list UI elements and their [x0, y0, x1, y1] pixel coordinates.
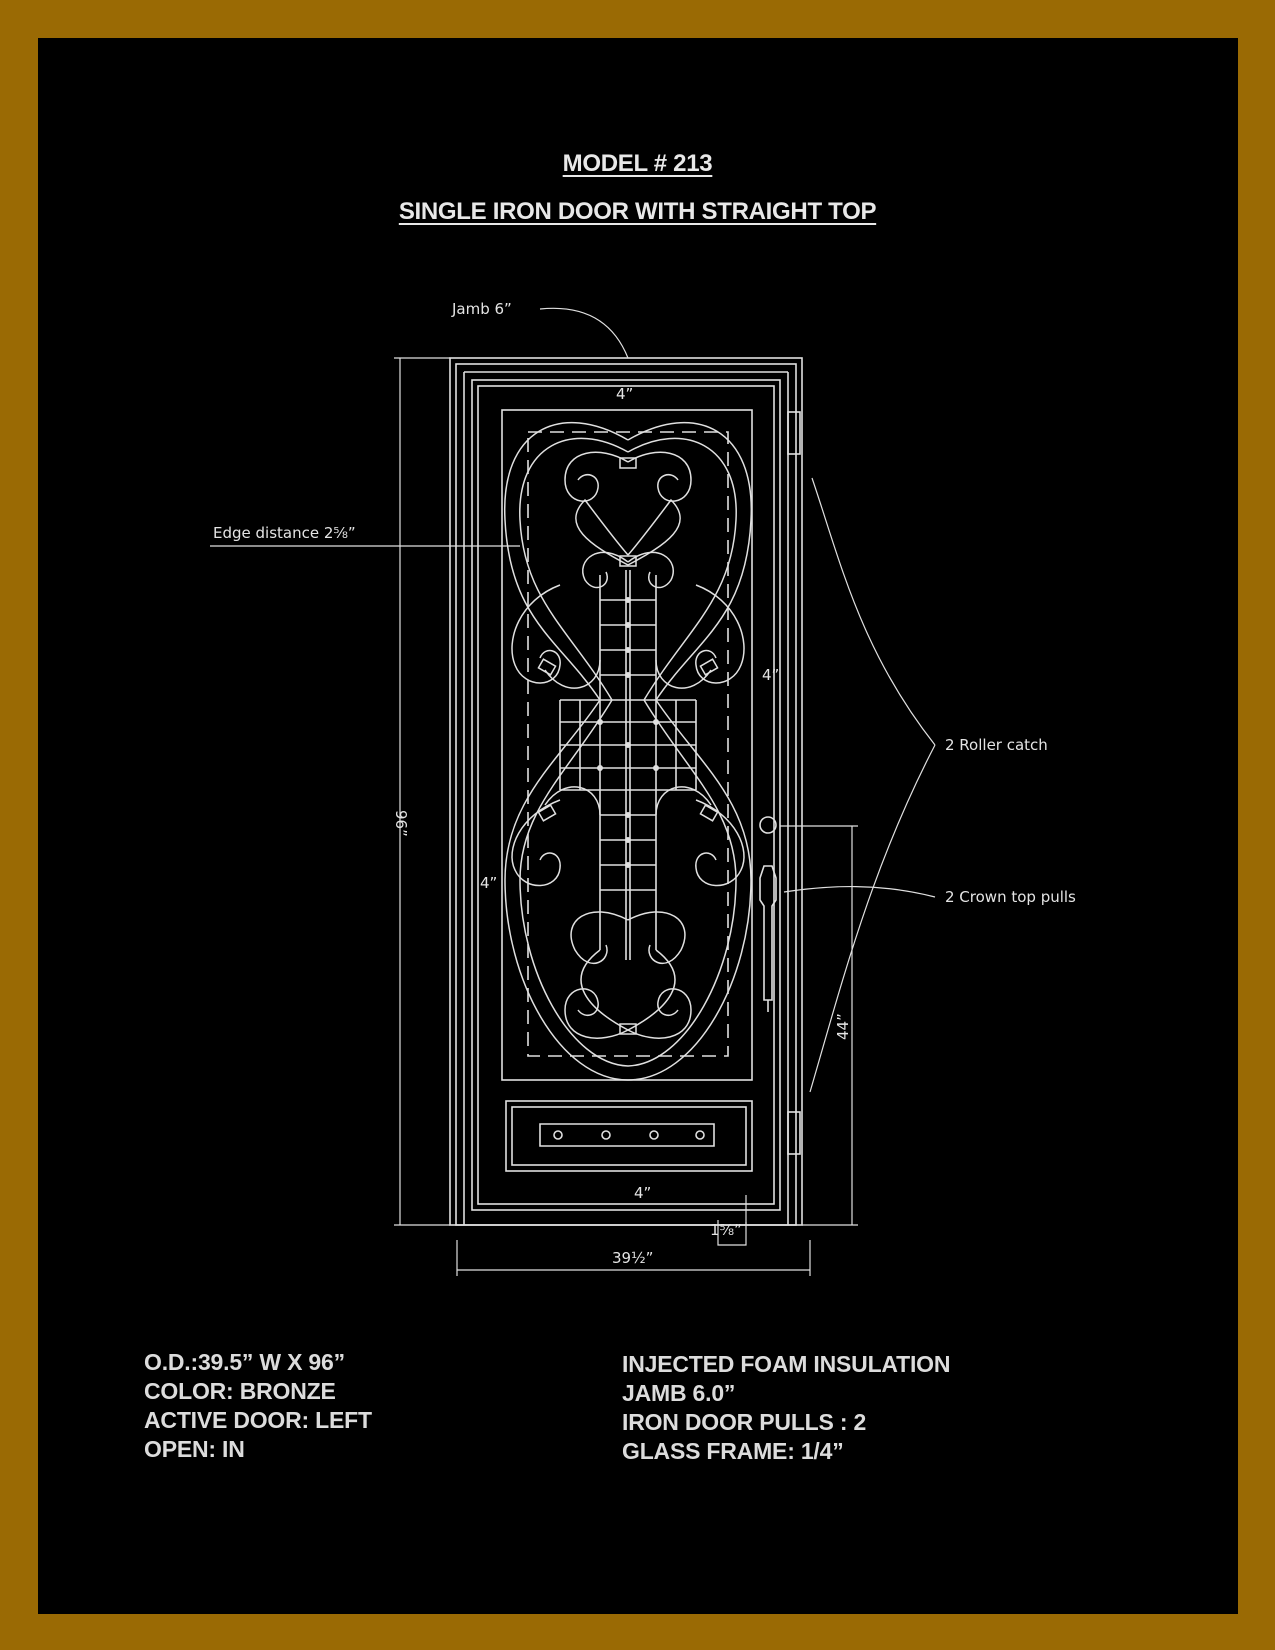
specs-left: O.D.:39.5” W X 96” COLOR: BRONZE ACTIVE … [144, 1348, 372, 1464]
edge-distance-label: Edge distance 2⅝” [213, 524, 356, 542]
height-dimension: 96” [392, 810, 410, 837]
roller-catch-leader-bottom [809, 744, 936, 1093]
leader-lines [210, 307, 936, 1093]
spec-glass-frame: GLASS FRAME: 1/4” [622, 1438, 844, 1464]
spec-active-door: ACTIVE DOOR: LEFT [144, 1407, 372, 1433]
top-rail-dimension: 4” [616, 385, 633, 403]
handle-height-dimension: 44” [834, 1013, 852, 1040]
width-dimension: 39½” [612, 1249, 653, 1267]
door-slab [471, 379, 781, 1211]
spec-door-pulls: IRON DOOR PULLS : 2 [622, 1409, 867, 1435]
model-title: MODEL # 213 [562, 150, 713, 177]
roller-catch-bottom [787, 1111, 801, 1155]
specs-right: INJECTED FOAM INSULATION JAMB 6.0” IRON … [622, 1350, 950, 1466]
center-grille [559, 570, 697, 960]
roller-catch-label: 2 Roller catch [945, 736, 1048, 754]
left-stile-dimension: 4” [480, 874, 497, 892]
spec-insulation: INJECTED FOAM INSULATION [622, 1351, 951, 1377]
drawing-sheet [38, 38, 1238, 1614]
threshold-dimension: 1⅝” [710, 1221, 742, 1239]
dimension-lines [394, 357, 858, 1276]
spec-jamb: JAMB 6.0” [622, 1380, 736, 1406]
right-stile-dimension: 4” [762, 666, 779, 684]
grille-rivets [597, 597, 659, 868]
door-jamb-frame [449, 357, 803, 1226]
spec-color: COLOR: BRONZE [144, 1378, 336, 1404]
spec-outer-dimensions: O.D.:39.5” W X 96” [144, 1349, 345, 1375]
kick-panel [505, 1100, 753, 1172]
roller-catch-leader-top [811, 477, 936, 746]
roller-catch-top [787, 411, 801, 455]
crown-top-pull [759, 816, 777, 1012]
jamb-leader [539, 307, 629, 359]
bottom-rail-dimension: 4” [634, 1184, 651, 1202]
jamb-label: Jamb 6” [451, 300, 512, 318]
ironwork-scrolls [504, 421, 752, 1081]
spec-open-direction: OPEN: IN [144, 1436, 245, 1462]
door-description-title: SINGLE IRON DOOR WITH STRAIGHT TOP [398, 198, 877, 225]
crown-pulls-leader [783, 885, 936, 898]
crown-top-pulls-label: 2 Crown top pulls [945, 888, 1076, 906]
